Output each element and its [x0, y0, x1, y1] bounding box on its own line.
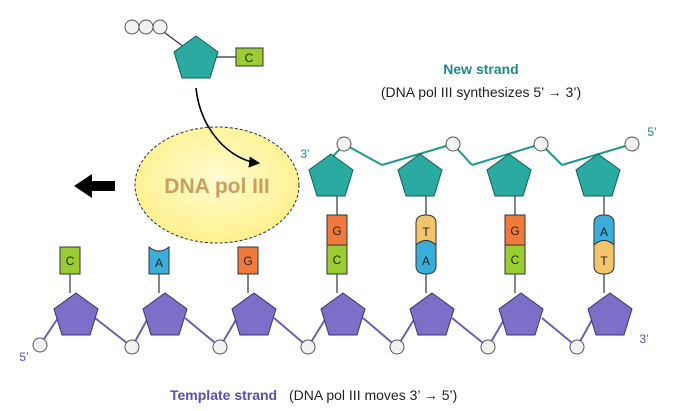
template-sugar — [142, 292, 188, 336]
new-strand-stems — [336, 196, 605, 215]
base-label: G — [510, 224, 519, 238]
base-label: G — [243, 254, 252, 268]
new-strand-3prime: 3’ — [300, 147, 309, 161]
phosphate — [124, 19, 140, 35]
phosphate — [32, 337, 48, 353]
phosphate — [569, 339, 585, 355]
phosphate — [138, 19, 154, 35]
template-caption: Template strand (DNA pol III moves 3’ → … — [170, 387, 457, 403]
new-strand-sugar — [397, 153, 443, 197]
base-label: C — [245, 51, 254, 65]
new-strand-sugars — [308, 153, 621, 197]
phosphate — [336, 136, 352, 152]
base-A — [415, 240, 437, 275]
arrow-left-icon — [74, 174, 115, 198]
phosphate — [152, 19, 168, 35]
base-label: G — [332, 224, 341, 238]
new-strand-title: New strand — [443, 61, 518, 77]
phosphate — [389, 339, 405, 355]
template-stems — [69, 274, 605, 293]
new-strand-note: (DNA pol III synthesizes 5’ → 3’) — [381, 84, 581, 100]
base-label: T — [422, 225, 430, 239]
template-5prime: 5’ — [19, 350, 28, 364]
base-label: A — [600, 225, 608, 239]
template-sugars — [53, 292, 633, 336]
new-strand-sugar — [308, 153, 354, 197]
base-label: C — [333, 253, 342, 267]
template-3prime: 3’ — [639, 332, 648, 346]
incoming-nucleotide: C — [124, 19, 264, 79]
template-sugar — [498, 292, 544, 336]
base-label: A — [155, 256, 163, 270]
template-phosphates — [32, 337, 585, 355]
phosphate — [624, 136, 640, 152]
base-label: C — [66, 254, 75, 268]
template-note: (DNA pol III moves 3’ → 5’) — [289, 387, 457, 403]
new-strand-sugar — [486, 153, 532, 197]
base-T — [593, 240, 615, 275]
incoming-sugar — [173, 35, 219, 79]
dna-pol-iii-enzyme: DNA pol III — [134, 126, 300, 244]
base-label: A — [422, 254, 430, 268]
template-sugar — [587, 292, 633, 336]
phosphate — [533, 136, 549, 152]
base-pairs: G C T A G C A T — [326, 214, 615, 275]
base-A — [148, 245, 170, 275]
new-strand-sugar — [575, 153, 621, 197]
base-label: C — [511, 253, 520, 267]
new-strand-5prime: 5’ — [647, 125, 656, 139]
phosphate — [124, 339, 140, 355]
incorporation-arrow — [195, 87, 261, 168]
template-sugar — [409, 292, 455, 336]
base-label: T — [600, 254, 608, 268]
template-title: Template strand — [170, 387, 277, 403]
enzyme-label: DNA pol III — [164, 175, 269, 198]
new-strand-phosphates — [336, 136, 640, 152]
phosphate — [300, 339, 316, 355]
base-C — [504, 244, 526, 275]
template-sugar — [53, 292, 99, 336]
base-C — [235, 47, 264, 67]
base-C — [326, 244, 348, 275]
template-sugar — [231, 292, 277, 336]
phosphate — [480, 339, 496, 355]
base-C — [59, 246, 81, 275]
base-G — [237, 246, 259, 275]
template-sugar — [320, 292, 366, 336]
phosphate — [212, 339, 228, 355]
template-unpaired-bases: C A G — [59, 245, 259, 275]
phosphate — [445, 136, 461, 152]
